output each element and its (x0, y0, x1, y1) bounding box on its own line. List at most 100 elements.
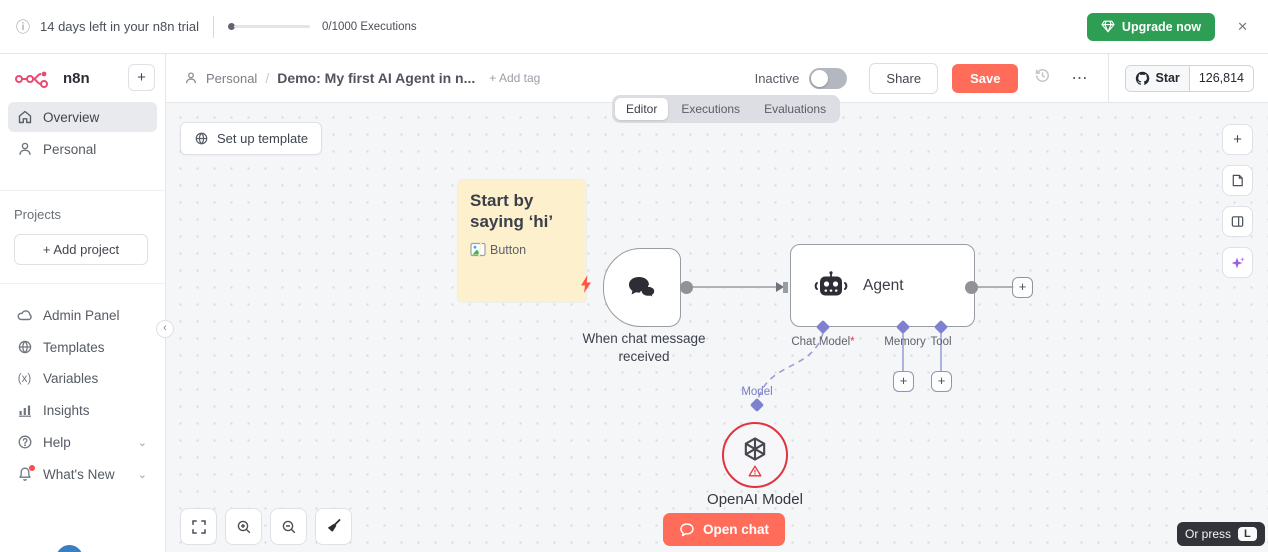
sidebar-item-label: What's New (43, 466, 115, 482)
active-status-label: Inactive (754, 70, 800, 86)
chat-icon (680, 522, 694, 536)
share-button[interactable]: Share (869, 62, 939, 94)
zoom-in-button[interactable] (225, 508, 262, 545)
github-icon (1136, 71, 1150, 85)
cloud-icon (16, 307, 33, 323)
variables-icon: (x) (17, 372, 32, 385)
logo-row: n8n + (0, 54, 165, 100)
header-divider (1108, 53, 1110, 103)
sidebar-item-templates[interactable]: Templates (8, 332, 157, 362)
tab-editor[interactable]: Editor (615, 98, 669, 120)
sidebar-item-admin-panel[interactable]: Admin Panel (8, 300, 157, 330)
toggle-knob (811, 69, 829, 87)
agent-node[interactable]: Agent (790, 244, 975, 327)
model-output-port[interactable] (749, 397, 765, 413)
chevron-down-icon: ⌄ (137, 468, 147, 481)
home-icon (16, 109, 33, 125)
keyboard-hint-tooltip: Or press L (1177, 522, 1265, 546)
canvas-side-toolbar: + (1222, 124, 1253, 278)
bell-icon (16, 465, 35, 482)
execute-trigger-bolt-icon[interactable] (578, 274, 594, 299)
add-memory-button[interactable]: + (893, 371, 914, 392)
add-sticky-note-button[interactable] (1222, 165, 1253, 196)
star-count: 126,814 (1189, 65, 1253, 91)
more-options-button[interactable]: ⋯ (1071, 70, 1089, 87)
setup-template-button[interactable]: Set up template (180, 122, 323, 155)
notification-dot (29, 465, 35, 471)
tidy-up-button[interactable] (315, 508, 352, 545)
hint-key-badge: L (1238, 527, 1257, 541)
breadcrumb-project[interactable]: Personal (206, 70, 258, 86)
zoom-out-button[interactable] (270, 508, 307, 545)
executions-usage-text: 0/1000 Executions (321, 20, 417, 33)
person-icon (185, 72, 197, 84)
sidebar-item-variables[interactable]: (x) Variables (8, 364, 157, 393)
sticky-image-alt-text: Button (490, 242, 527, 257)
sidebar-item-label: Insights (43, 402, 90, 418)
sidebar-item-label: Overview (43, 109, 100, 125)
sidebar-item-label: Personal (43, 141, 97, 157)
gem-icon (1101, 20, 1115, 33)
progress-dot (227, 23, 235, 30)
breadcrumb-separator: / (265, 70, 270, 86)
add-tool-button[interactable]: + (931, 371, 952, 392)
sidebar-item-whats-new[interactable]: What's New ⌄ (8, 459, 157, 489)
upgrade-now-button[interactable]: Upgrade now (1086, 12, 1216, 41)
trial-days-text: 14 days left in your n8n trial (40, 19, 199, 34)
github-star-widget[interactable]: Star 126,814 (1125, 64, 1254, 92)
ai-assistant-sparkle-icon[interactable] (1222, 247, 1253, 278)
agent-input-port (783, 282, 788, 293)
sidebar-item-label: Admin Panel (43, 307, 120, 323)
info-icon: ⓘ (16, 18, 30, 35)
history-icon (1034, 67, 1051, 89)
star-label: Star (1155, 71, 1180, 85)
port-label-text: Chat Model (791, 336, 851, 348)
chat-output-port[interactable] (680, 281, 693, 294)
sidebar-item-label: Help (43, 434, 71, 450)
tab-executions[interactable]: Executions (681, 102, 741, 116)
executions-progress-bar (227, 23, 310, 30)
bar-chart-icon (16, 402, 33, 418)
user-avatar[interactable] (56, 545, 83, 552)
tab-evaluations[interactable]: Evaluations (764, 102, 827, 116)
add-node-button[interactable]: + (1222, 124, 1253, 155)
trial-banner: ⓘ 14 days left in your n8n trial 0/1000 … (0, 0, 1268, 54)
memory-port-label: Memory (884, 336, 926, 348)
sidebar-item-help[interactable]: Help ⌄ (8, 427, 157, 457)
add-next-node-button[interactable]: + (1012, 277, 1033, 298)
progress-track (233, 25, 310, 28)
templates-icon (16, 339, 33, 355)
openai-model-node[interactable] (722, 422, 788, 488)
add-tag-button[interactable]: + Add tag (489, 71, 541, 85)
warning-triangle-icon (748, 465, 762, 476)
person-icon (16, 141, 33, 157)
agent-output-port[interactable] (965, 281, 978, 294)
sticky-note[interactable]: Start by saying ‘hi’ Button (458, 180, 586, 302)
add-workflow-button[interactable]: + (128, 64, 155, 91)
chat-bubbles-icon (629, 276, 656, 299)
chat-model-port-label: Chat Model* (773, 336, 873, 348)
broken-image-icon (470, 243, 486, 257)
active-toggle[interactable] (809, 67, 848, 89)
save-button[interactable]: Save (952, 63, 1019, 93)
fit-view-button[interactable] (180, 508, 217, 545)
setup-template-label: Set up template (217, 131, 309, 146)
close-banner-icon[interactable]: ✕ (1237, 18, 1248, 34)
collapse-sidebar-button[interactable]: ‹ (156, 320, 174, 338)
open-chat-button[interactable]: Open chat (663, 513, 786, 546)
chat-trigger-node[interactable] (603, 248, 681, 327)
openai-logo-icon (744, 436, 766, 461)
add-project-button[interactable]: + Add project (14, 234, 148, 265)
logo-text: n8n (63, 69, 90, 87)
sticky-heading: Start by saying ‘hi’ (470, 191, 554, 231)
workflow-canvas[interactable]: Set up template Start by saying ‘hi’ But… (166, 103, 1268, 552)
connection-lines (689, 282, 1015, 400)
sidebar-item-personal[interactable]: Personal (8, 134, 157, 164)
sidebar-item-insights[interactable]: Insights (8, 395, 157, 425)
chevron-down-icon: ⌄ (137, 436, 147, 449)
toggle-panel-button[interactable] (1222, 206, 1253, 237)
sidebar-item-label: Templates (43, 339, 105, 355)
sidebar-item-overview[interactable]: Overview (8, 102, 157, 132)
workflow-title[interactable]: Demo: My first AI Agent in n... (277, 70, 476, 86)
